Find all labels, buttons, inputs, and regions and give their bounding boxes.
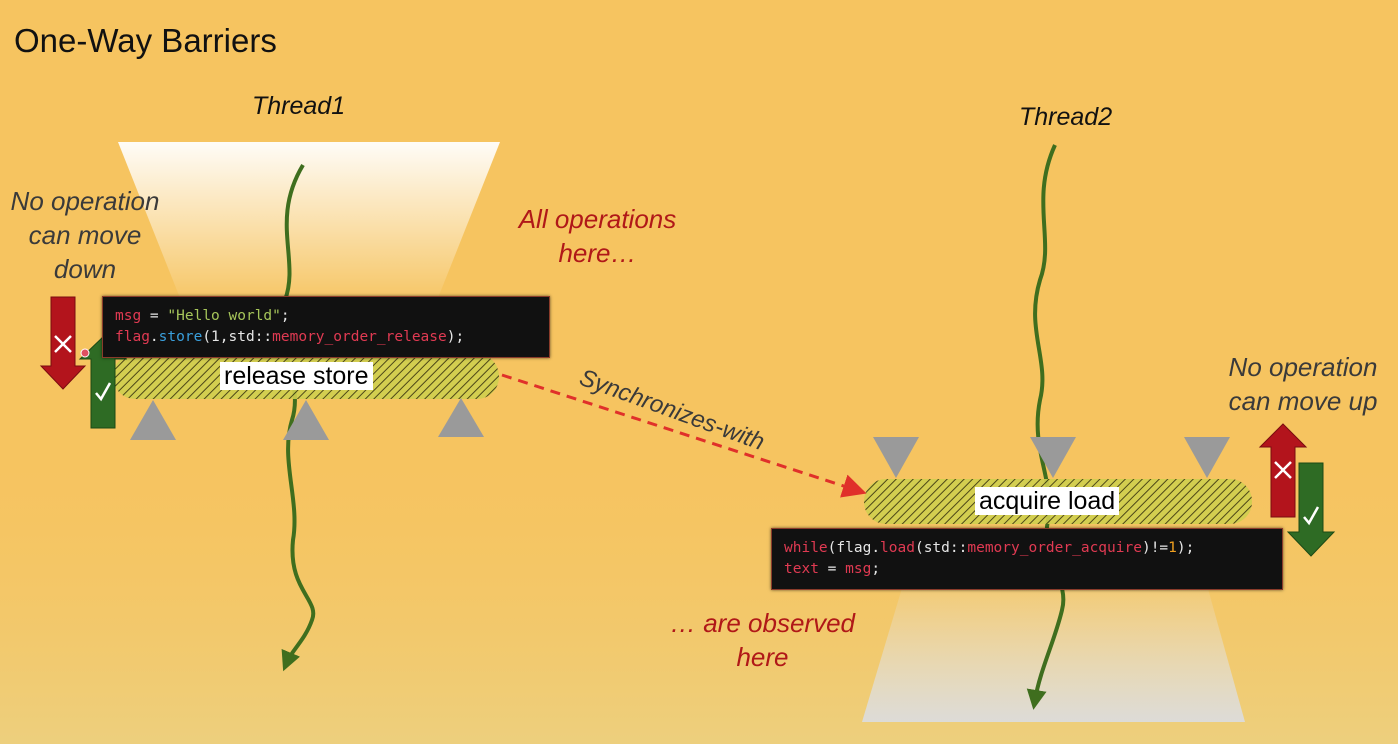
code-block-release: msg = "Hello world";flag.store(1,std::me… [102, 296, 550, 358]
slide-title: One-Way Barriers [14, 22, 277, 59]
code-line: flag.store(1,std::memory_order_release); [115, 327, 537, 348]
code-token: load [880, 540, 915, 556]
code-token: = [141, 308, 168, 324]
observed-line: here [736, 642, 789, 672]
code-token: msg [845, 561, 872, 577]
up-arrow-icon [78, 336, 128, 429]
left-note-line: can move [28, 220, 142, 250]
code-token: flag [115, 329, 150, 345]
acquire-funnel [862, 578, 1245, 722]
barrier-triangle [873, 437, 919, 478]
cross-icon [1274, 461, 1292, 479]
check-icon [1303, 506, 1320, 526]
code-token: ; [871, 561, 881, 577]
code-line: text = msg; [784, 559, 1270, 580]
barrier-triangle [1184, 437, 1230, 478]
all-operations-line: All operations [518, 204, 677, 234]
code-token: store [158, 329, 203, 345]
observed-line: … are observed [670, 608, 855, 638]
release-funnel [118, 142, 500, 298]
all-operations-line: here… [558, 238, 637, 268]
all-operations-note: All operations here… [500, 202, 695, 270]
down-arrow-icon [1286, 462, 1336, 557]
code-token: flag [836, 540, 872, 556]
code-token: ; [280, 308, 290, 324]
code-token: memory_order_release [272, 329, 447, 345]
thread1-label: Thread1 [252, 92, 346, 120]
code-token: text [784, 561, 819, 577]
thread2-label: Thread2 [1019, 103, 1113, 131]
code-token: ( [827, 540, 837, 556]
barrier-triangle [283, 400, 329, 440]
right-note-line: No operation [1228, 352, 1378, 382]
code-token: ); [446, 329, 465, 345]
left-note-line: No operation [10, 186, 160, 216]
code-token: (1,std:: [202, 329, 273, 345]
right-note: No operation can move up [1212, 350, 1394, 418]
code-token: "Hello world" [167, 308, 281, 324]
code-token: while [784, 540, 828, 556]
barrier-triangle [130, 400, 176, 440]
cross-icon [54, 335, 72, 353]
check-icon [95, 382, 112, 402]
code-token: . [871, 540, 881, 556]
code-line: msg = "Hello world"; [115, 306, 537, 327]
right-note-line: can move up [1228, 386, 1378, 416]
code-token: msg [115, 308, 142, 324]
barrier-triangle [1030, 437, 1076, 478]
barrier-triangle [438, 398, 484, 437]
left-note-line: down [53, 254, 117, 284]
sync-arrow [501, 373, 867, 498]
observed-note: … are observed here [655, 606, 870, 674]
code-token: 1 [1168, 540, 1177, 556]
code-line: while(flag.load(std::memory_order_acquir… [784, 538, 1270, 559]
acquire-load-label: acquire load [975, 487, 1120, 515]
code-token: . [149, 329, 159, 345]
up-arrow-icon [1258, 423, 1308, 518]
thread1-line [279, 163, 316, 672]
left-note: No operation can move down [0, 184, 170, 286]
code-token: memory_order_acquire [967, 540, 1142, 556]
down-arrow-icon [39, 296, 87, 390]
code-token: )!= [1141, 540, 1169, 556]
release-store-label: release store [220, 362, 373, 390]
code-token: (std:: [914, 540, 968, 556]
code-block-acquire: while(flag.load(std::memory_order_acquir… [771, 528, 1283, 590]
code-token: ); [1176, 540, 1195, 556]
code-token: = [818, 561, 846, 577]
